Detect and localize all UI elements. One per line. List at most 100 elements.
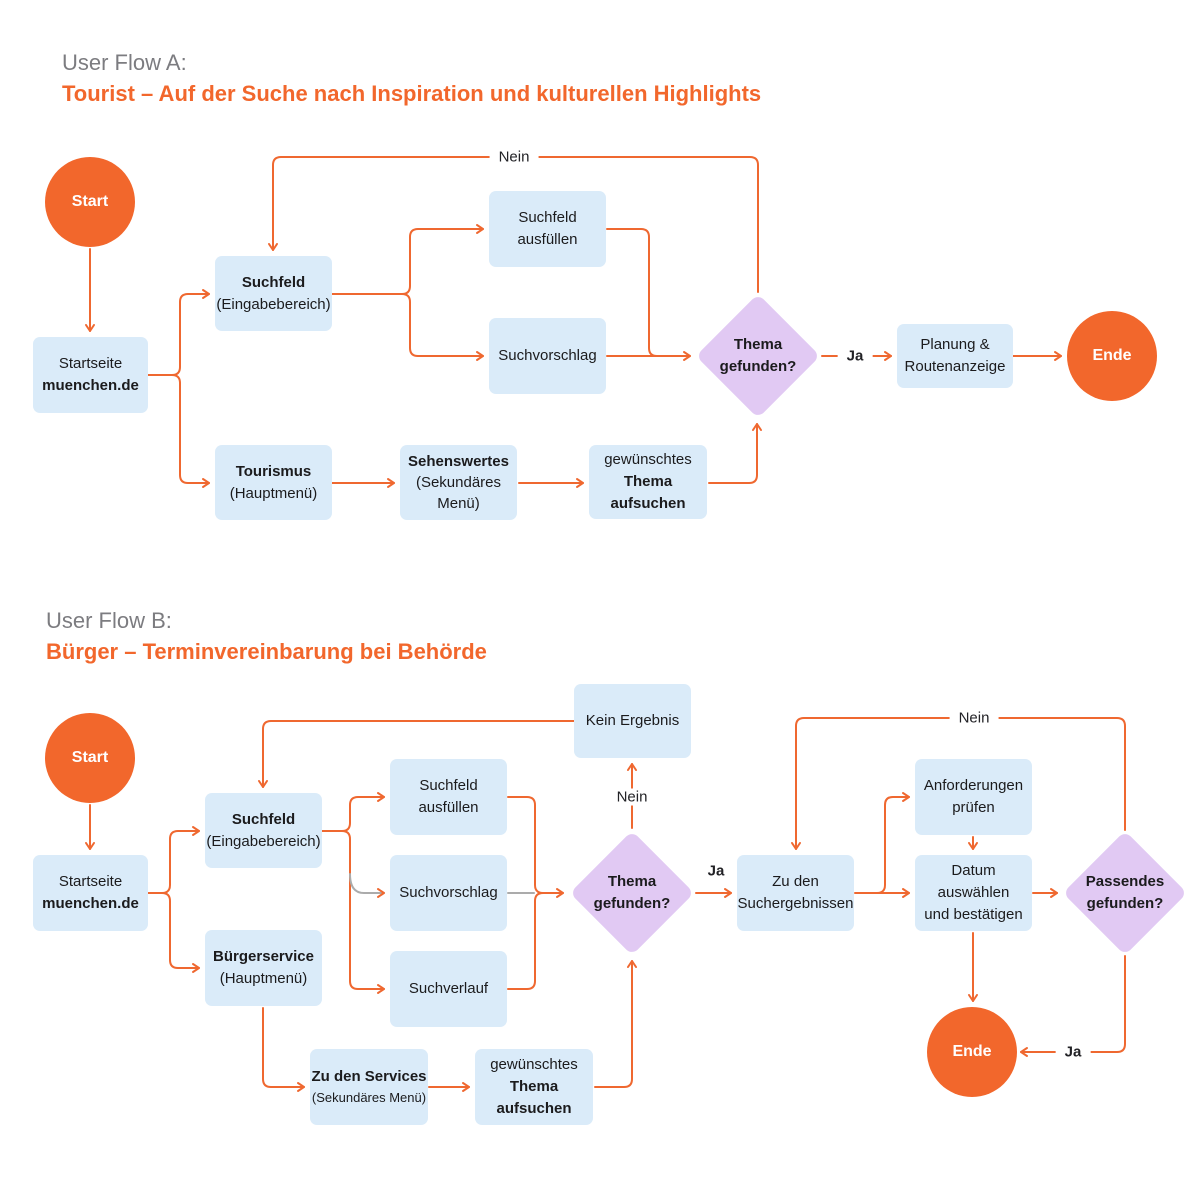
node-suchfeld-ausfuellen-a: Suchfeld ausfüllen xyxy=(489,191,606,267)
node-label: Suchfeld ausfüllen xyxy=(418,777,479,816)
node-label: Startseite xyxy=(58,873,123,890)
flow-a-title-block: User Flow A: Tourist – Auf der Suche nac… xyxy=(62,47,761,109)
node-label: Tourismus xyxy=(235,462,312,480)
flow-a-title: User Flow A: xyxy=(62,50,187,75)
node-gewuenschtes-thema-a: gewünschtes Thema aufsuchen xyxy=(589,445,707,519)
node-suchfeld-ausfuellen-b: Suchfeld ausfüllen xyxy=(390,759,507,835)
flow-b-title: User Flow B: xyxy=(46,608,172,633)
edge-a-startseite-suchfeld xyxy=(147,289,210,376)
node-label: Passendes xyxy=(1085,873,1165,890)
node-suchverlauf-b: Suchverlauf xyxy=(390,951,507,1027)
node-label: muenchen.de xyxy=(42,895,139,912)
edge-label-nein-a: Nein xyxy=(489,148,539,166)
edge-label-nein-mid-b: Nein xyxy=(607,788,657,806)
node-label: gewünschtes xyxy=(604,451,692,468)
edge-b-suchfeld-ausfuellen xyxy=(321,792,385,832)
edge-b-passendes-ja-ende xyxy=(1020,955,1126,1057)
node-suchfeld-b: Suchfeld (Eingabebereich) xyxy=(205,793,322,868)
node-datum-b: Datum auswählen und bestätigen xyxy=(915,855,1032,931)
node-label: Datum auswählen xyxy=(937,862,1010,901)
node-gewuenschtes-thema-b: gewünschtes Thema aufsuchen xyxy=(475,1049,593,1125)
node-label: Start xyxy=(71,193,109,210)
flow-b-title-block: User Flow B: Bürger – Terminvereinbarung… xyxy=(46,605,487,667)
node-label: Thema aufsuchen xyxy=(610,473,686,512)
node-label: Bürgerservice xyxy=(213,948,314,965)
node-label: Thema xyxy=(733,336,783,353)
node-startseite-a: Startseite muenchen.de xyxy=(33,337,148,413)
edge-b-suchfeld-suchverlauf xyxy=(341,830,385,994)
flow-b-subtitle: Bürger – Terminvereinbarung bei Behörde xyxy=(46,639,487,664)
node-label: Suchfeld xyxy=(241,273,306,291)
node-label: Ende xyxy=(952,1043,992,1060)
node-label: Suchvorschlag xyxy=(498,347,597,364)
node-label: gefunden? xyxy=(593,895,671,912)
node-label: gefunden? xyxy=(1086,895,1164,912)
node-planung-routenanzeige-a: Planung & Routenanzeige xyxy=(897,324,1013,388)
node-anforderungen-b: Anforderungen prüfen xyxy=(915,759,1032,835)
node-label: Planung & xyxy=(920,336,990,353)
node-label: Thema xyxy=(607,873,657,890)
edge-b-buergerservice-services xyxy=(262,1007,305,1092)
node-start-b: Start xyxy=(45,713,135,803)
node-label: (Eingabebereich) xyxy=(206,832,321,850)
edge-label-ja-a: Ja xyxy=(837,347,873,365)
node-suchfeld-a: Suchfeld (Eingabebereich) xyxy=(215,256,332,331)
node-buergerservice-b: Bürgerservice (Hauptmenü) xyxy=(205,930,322,1006)
node-suchergebnisse-b: Zu den Suchergebnissen xyxy=(737,855,854,931)
edge-b-suchfeld-suchvorschlag xyxy=(349,873,385,898)
node-kein-ergebnis-b: Kein Ergebnis xyxy=(574,684,691,758)
node-label: (Eingabebereich) xyxy=(216,295,331,313)
node-label: Kein Ergebnis xyxy=(585,712,680,729)
node-label: Routenanzeige xyxy=(904,358,1006,375)
node-label: Suchfeld xyxy=(231,810,296,828)
edge-b-ausfuellen-merge-diamond xyxy=(507,796,564,898)
edge-b-suchergebnisse-anforderungen xyxy=(876,792,910,894)
node-ende-b: Ende xyxy=(927,1007,1017,1097)
edge-a-gewuenschtes-diamond xyxy=(708,423,762,484)
node-label: Suchverlauf xyxy=(408,980,489,997)
node-label: Suchergebnissen xyxy=(737,895,854,912)
node-label: (Hauptmenü) xyxy=(229,484,318,502)
edge-b-gewuenschtes-diamond xyxy=(594,960,637,1088)
node-label: Anforderungen xyxy=(923,777,1024,794)
edge-label-ja-mid-b: Ja xyxy=(698,862,734,880)
node-label: Startseite xyxy=(58,355,123,372)
edge-label-nein-top-b: Nein xyxy=(949,709,999,727)
edge-b-startseite-suchfeld xyxy=(147,826,200,894)
node-suchvorschlag-a: Suchvorschlag xyxy=(489,318,606,394)
edge-a-suchfeld-ausfuellen xyxy=(331,224,484,295)
node-label: muenchen.de xyxy=(42,377,139,394)
edge-b-suchverlauf-merge xyxy=(507,892,544,990)
node-label: Suchvorschlag xyxy=(399,884,498,901)
node-ende-a: Ende xyxy=(1067,311,1157,401)
node-label: Suchfeld ausfüllen xyxy=(517,209,578,248)
node-label: prüfen xyxy=(952,799,995,816)
node-passendes-gefunden-b: Passendes gefunden? xyxy=(1062,830,1188,956)
node-start-a: Start xyxy=(45,157,135,247)
node-tourismus-a: Tourismus (Hauptmenü) xyxy=(215,445,332,520)
edge-b-keinergebnis-suchfeld xyxy=(258,720,575,788)
node-label: und bestätigen xyxy=(924,906,1023,923)
node-thema-gefunden-a: Thema gefunden? xyxy=(695,293,821,419)
edge-b-startseite-buergerservice xyxy=(161,892,200,973)
edge-label-ja-end-b: Ja xyxy=(1055,1043,1091,1061)
node-label: Ende xyxy=(1092,347,1132,364)
flow-a-subtitle: Tourist – Auf der Suche nach Inspiration… xyxy=(62,81,762,106)
node-label: gefunden? xyxy=(719,358,797,375)
edge-a-ausfuellen-merge xyxy=(606,228,658,357)
edge-a-suchfeld-suchvorschlag xyxy=(401,293,484,361)
node-label: Zu den Services xyxy=(311,1068,427,1085)
node-suchvorschlag-b: Suchvorschlag xyxy=(390,855,507,931)
node-label: Menü) xyxy=(437,495,480,512)
node-label: Start xyxy=(71,749,109,766)
node-sehenswertes-a: Sehenswertes (Sekundäres Menü) xyxy=(400,445,517,520)
node-zu-den-services-b: Zu den Services (Sekundäres Menü) xyxy=(310,1049,428,1125)
node-label: (Hauptmenü) xyxy=(219,970,308,987)
node-label: Sehenswertes xyxy=(408,453,509,470)
node-label: Thema aufsuchen xyxy=(496,1078,572,1117)
node-label: gewünschtes xyxy=(490,1056,578,1073)
node-label: Zu den xyxy=(772,873,819,890)
node-label: (Sekundäres xyxy=(415,474,502,491)
